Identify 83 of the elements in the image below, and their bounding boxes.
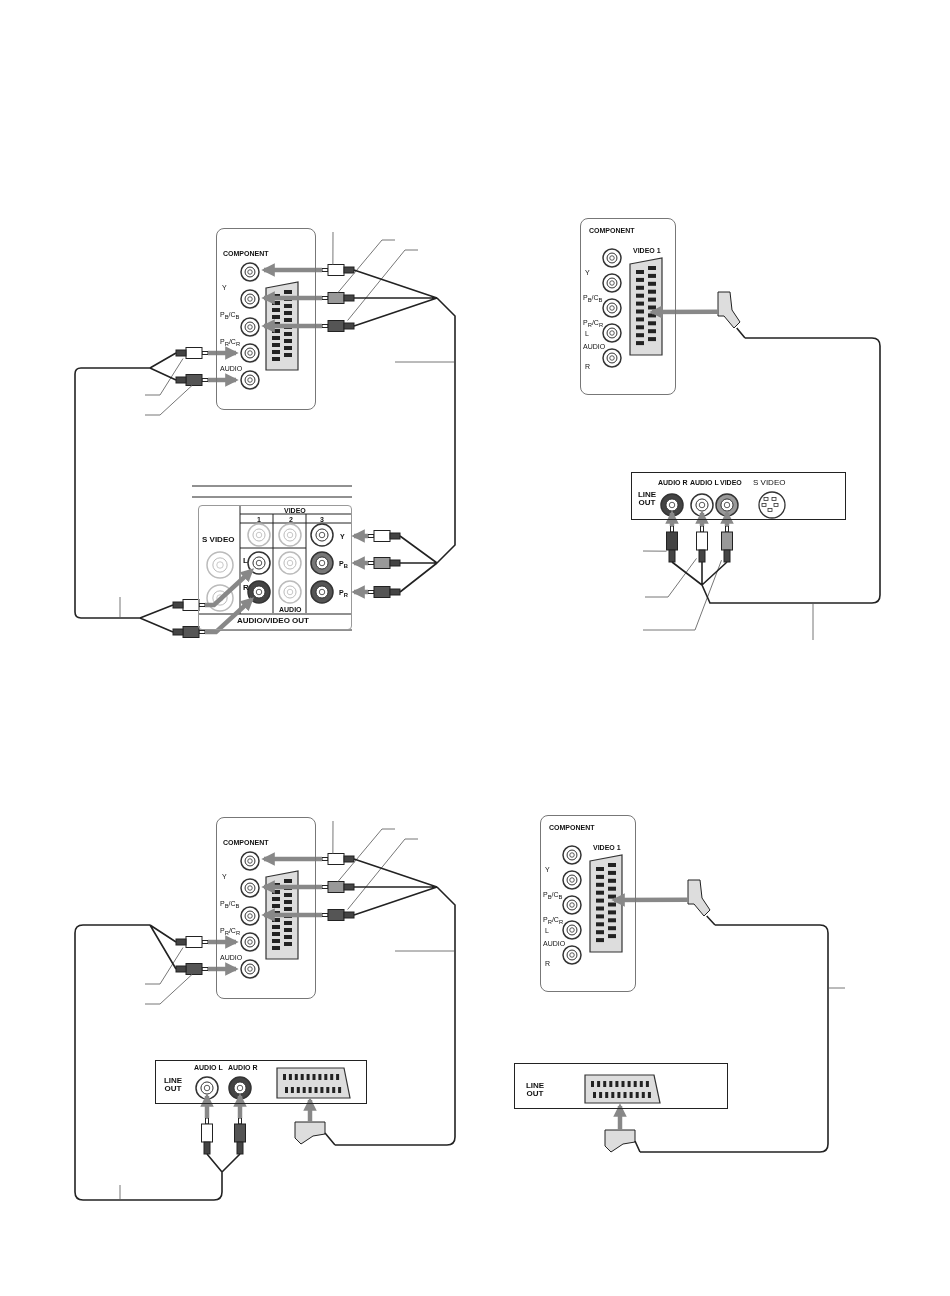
insert-arrow (611, 893, 688, 907)
rca-plug-icon (367, 586, 401, 598)
insert-arrow (208, 935, 239, 949)
insert-arrow (695, 510, 709, 526)
jack-label: LINE OUT (636, 491, 658, 507)
rca-plug-icon (367, 557, 401, 569)
insert-arrow (208, 962, 239, 976)
insert-arrow (233, 1093, 247, 1118)
insert-arrow (261, 291, 322, 305)
insert-arrow (649, 305, 718, 319)
jack-label: LINE OUT (162, 1077, 184, 1093)
cable (634, 915, 829, 1153)
scart-plug-icon (717, 291, 741, 329)
leader-line (337, 828, 396, 882)
leader-line (332, 231, 334, 265)
rca-plug-icon (321, 909, 355, 921)
output-panel (155, 1060, 367, 1104)
output-panel (631, 472, 846, 520)
scart-plug-icon (687, 879, 711, 917)
rca-plug-icon (367, 530, 401, 542)
rca-plug-icon (175, 963, 209, 975)
jack-label: AUDIO/VIDEO OUT (237, 617, 309, 625)
leader-line (332, 820, 334, 854)
jack-panel (540, 815, 636, 992)
leader-line (144, 385, 193, 416)
jack-panel (580, 218, 676, 395)
leader-line (644, 557, 697, 598)
output-panel (514, 1063, 728, 1109)
insert-arrow (205, 597, 254, 635)
rca-plug-icon (696, 525, 708, 563)
insert-arrow (261, 263, 322, 277)
insert-arrow (613, 1103, 627, 1130)
leader-line (347, 838, 419, 910)
output-panel (198, 505, 352, 630)
jack-panel (216, 817, 316, 999)
scart-plug-icon (294, 1121, 326, 1145)
insert-arrow (720, 510, 734, 526)
rca-plug-icon (321, 881, 355, 893)
rca-plug-icon (172, 626, 206, 638)
cable (671, 327, 881, 604)
rca-plug-icon (321, 264, 355, 276)
jack-label: LINE OUT (524, 1082, 546, 1098)
cable (324, 858, 456, 1146)
leader-line (144, 947, 184, 985)
cable (74, 924, 241, 1201)
leader-line (337, 239, 396, 293)
leader-line (144, 358, 184, 396)
jack-panel (216, 228, 316, 410)
insert-arrow (205, 568, 254, 608)
rca-plug-icon (175, 374, 209, 386)
insert-arrow (208, 346, 239, 360)
insert-arrow (261, 852, 322, 866)
insert-arrow (351, 556, 368, 570)
leader-line (642, 559, 722, 631)
jack-label: S VIDEO (753, 479, 786, 487)
rca-plug-icon (321, 292, 355, 304)
rca-plug-icon (175, 936, 209, 948)
rca-plug-icon (666, 525, 678, 563)
rca-plug-icon (321, 320, 355, 332)
cable (74, 352, 177, 633)
scart-plug-icon (604, 1129, 636, 1153)
insert-arrow (261, 880, 322, 894)
cable (353, 269, 456, 593)
rca-plug-icon (175, 347, 209, 359)
insert-arrow (351, 529, 368, 543)
rca-plug-icon (172, 599, 206, 611)
leader-line (642, 550, 667, 552)
jack-label: L (243, 557, 248, 565)
rca-plug-icon (234, 1117, 246, 1155)
rca-plug-icon (201, 1117, 213, 1155)
rca-plug-icon (321, 853, 355, 865)
leader-line (347, 249, 419, 321)
insert-arrow (303, 1097, 317, 1122)
insert-arrow (261, 319, 322, 333)
insert-arrow (351, 585, 368, 599)
rca-plug-icon (721, 525, 733, 563)
jack-label: R (243, 584, 249, 592)
insert-arrow (261, 908, 322, 922)
jack-label: S VIDEO (202, 536, 235, 544)
insert-arrow (208, 373, 239, 387)
insert-arrow (200, 1093, 214, 1118)
leader-line (144, 974, 193, 1005)
insert-arrow (665, 510, 679, 526)
